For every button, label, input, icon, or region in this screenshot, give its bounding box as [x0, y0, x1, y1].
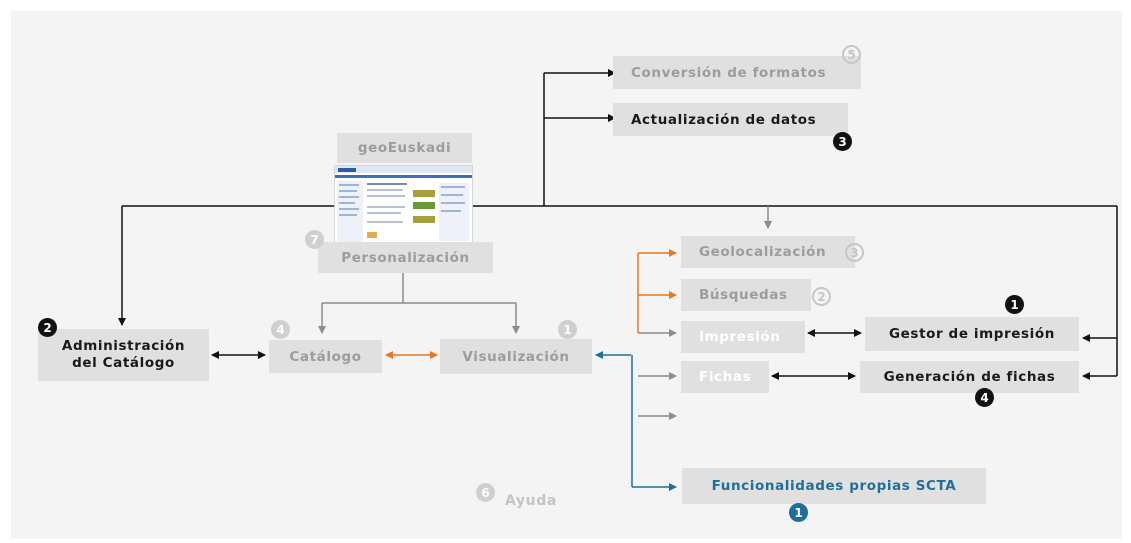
badge-catalogo: 4 — [271, 320, 290, 339]
node-gestor-impresion[interactable]: Gestor de impresión — [865, 317, 1079, 351]
badge-funcionalidades: 1 — [789, 503, 808, 522]
node-funcionalidades-label: Funcionalidades propias SCTA — [711, 478, 957, 494]
node-administracion-catalogo[interactable]: Administración del Catálogo — [38, 329, 209, 381]
node-fichas-label: Fichas — [699, 369, 752, 385]
node-personalizacion-label: Personalización — [341, 249, 470, 266]
node-actualizacion-datos[interactable]: Actualización de datos — [613, 103, 848, 136]
node-visualizacion-label: Visualización — [462, 348, 570, 365]
badge-visualizacion: 1 — [558, 320, 577, 339]
badge-geolocalizacion: 3 — [845, 243, 864, 262]
badge-conversion: 5 — [842, 45, 861, 64]
node-catalogo[interactable]: Catálogo — [269, 340, 382, 373]
node-visualizacion[interactable]: Visualización — [440, 339, 592, 374]
badge-generacion: 4 — [975, 388, 994, 407]
node-administracion-label-2: del Catálogo — [72, 355, 175, 371]
badge-administracion: 2 — [38, 318, 57, 337]
node-generacion-fichas[interactable]: Generación de fichas — [860, 361, 1079, 393]
badge-ayuda: 6 — [476, 483, 495, 502]
node-geolocalizacion[interactable]: Geolocalización — [681, 236, 855, 268]
ayuda-label[interactable]: Ayuda — [505, 493, 557, 509]
node-funcionalidades-scta[interactable]: Funcionalidades propias SCTA — [682, 468, 986, 504]
node-generacion-label: Generación de fichas — [883, 369, 1056, 385]
node-actualizacion-label: Actualización de datos — [631, 111, 817, 128]
badge-gestor: 1 — [1005, 295, 1024, 314]
node-busquedas[interactable]: Búsquedas — [681, 279, 811, 311]
node-personalizacion[interactable]: Personalización — [318, 242, 493, 273]
node-conversion-label: Conversión de formatos — [631, 64, 827, 81]
node-gestor-label: Gestor de impresión — [889, 326, 1055, 342]
badge-personalizacion: 7 — [305, 230, 324, 249]
node-fichas[interactable]: Fichas — [681, 361, 769, 393]
node-impresion-label: Impresión — [699, 329, 781, 345]
badge-actualizacion: 3 — [833, 132, 852, 151]
node-geolocalizacion-label: Geolocalización — [699, 244, 827, 260]
node-impresion[interactable]: Impresión — [681, 321, 805, 353]
node-geoeuskadi-label: geoEuskadi — [357, 140, 452, 156]
node-geoeuskadi[interactable]: geoEuskadi — [337, 133, 472, 163]
node-busquedas-label: Búsquedas — [699, 287, 788, 303]
badge-busquedas: 2 — [812, 287, 831, 306]
geoeuskadi-screenshot-thumbnail — [334, 165, 473, 247]
node-administracion-label-1: Administración — [61, 338, 186, 354]
diagram-background — [11, 11, 1122, 539]
node-conversion-formatos[interactable]: Conversión de formatos — [613, 56, 861, 89]
node-catalogo-label: Catálogo — [289, 348, 362, 365]
